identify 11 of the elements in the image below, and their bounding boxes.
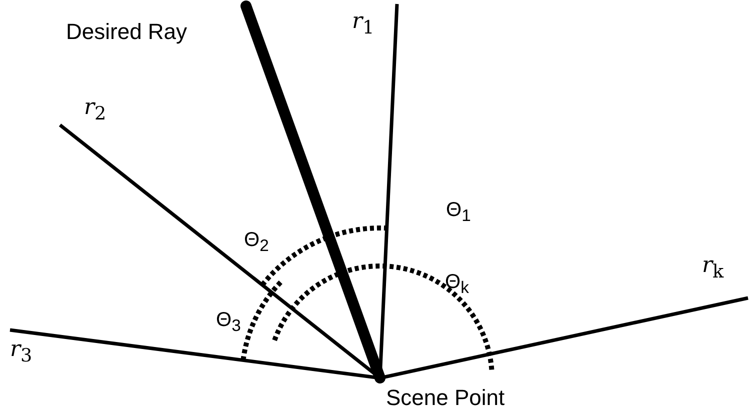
ray-label: r$_{k}$ bbox=[702, 254, 724, 284]
node-label: Desired Ray bbox=[66, 20, 188, 44]
angle-label: Θ$_{2}$ bbox=[244, 228, 269, 257]
angle-label: Θ$_{k}$ bbox=[445, 270, 469, 299]
ray-line bbox=[240, 0, 386, 384]
ray-label: r$_{1}$ bbox=[352, 10, 374, 40]
node-label: Scene Point bbox=[386, 386, 505, 410]
angle-label: Θ$_{1}$ bbox=[446, 198, 471, 227]
angle-label: Θ$_{3}$ bbox=[216, 308, 241, 337]
ray-label: r$_{3}$ bbox=[10, 338, 32, 368]
ray-label: r$_{2}$ bbox=[84, 96, 106, 126]
